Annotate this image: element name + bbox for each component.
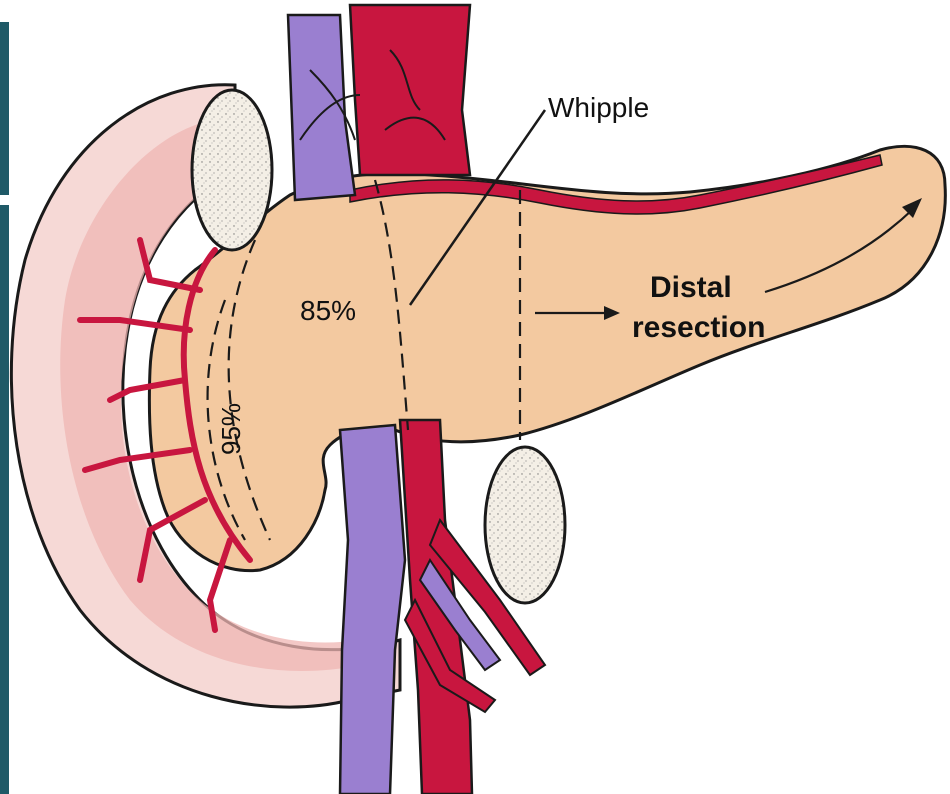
resection-label: resection	[632, 311, 765, 344]
superior-mesenteric-vein	[340, 425, 405, 794]
duodenum-cut-end-upper	[192, 90, 272, 250]
distal-label: Distal	[650, 271, 732, 304]
percent-85-label: 85%	[300, 295, 356, 326]
portal-vein-top	[288, 15, 355, 200]
percent-95-label: 95%	[216, 403, 246, 455]
duodenum-cut-end-lower	[485, 447, 565, 603]
whipple-label: Whipple	[548, 92, 649, 123]
